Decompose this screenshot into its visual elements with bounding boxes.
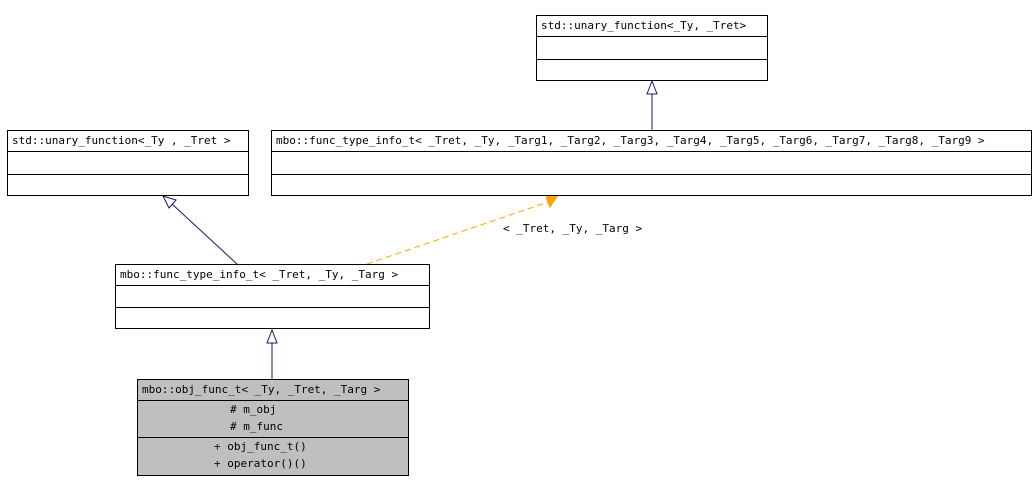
methods-section: [272, 175, 1031, 196]
attributes-section: # m_obj # m_func: [138, 401, 408, 438]
inheritance-arrowhead: [162, 195, 177, 209]
template-arrowhead: [545, 194, 560, 209]
inheritance-arrowhead: [646, 79, 658, 95]
class-box-obj-func[interactable]: mbo::obj_func_t< _Ty, _Tret, _Targ > # m…: [137, 379, 409, 476]
attribute-m-obj: # m_obj: [230, 403, 277, 416]
class-title: mbo::func_type_info_t< _Tret, _Ty, _Targ…: [272, 131, 1031, 152]
edge-functypeinfo-full-to-unary-top: [646, 79, 658, 131]
edge-functypeinfo-to-unary-left: [162, 195, 238, 265]
attributes-section: [537, 37, 767, 60]
edge-template-instantiation: [366, 194, 560, 265]
attribute-m-func: # m_func: [230, 420, 283, 433]
edge-objfunc-to-functypeinfo: [266, 328, 278, 379]
attributes-section: [272, 152, 1031, 175]
template-edge-label: < _Tret, _Ty, _Targ >: [503, 222, 643, 235]
class-box-func-type-info-full[interactable]: mbo::func_type_info_t< _Tret, _Ty, _Targ…: [271, 130, 1032, 196]
class-box-unary-function-top[interactable]: std::unary_function<_Ty, _Tret>: [536, 15, 768, 81]
method-operator-call: + operator()(): [214, 457, 307, 470]
methods-section: [8, 175, 248, 196]
class-title: mbo::obj_func_t< _Ty, _Tret, _Targ >: [138, 380, 408, 401]
class-title: mbo::func_type_info_t< _Tret, _Ty, _Targ…: [116, 265, 429, 286]
class-box-func-type-info-single[interactable]: mbo::func_type_info_t< _Tret, _Ty, _Targ…: [115, 264, 430, 329]
methods-section: + obj_func_t() + operator()(): [138, 438, 408, 475]
class-title: std::unary_function<_Ty, _Tret>: [537, 16, 767, 37]
class-box-unary-function-left[interactable]: std::unary_function<_Ty , _Tret >: [7, 130, 249, 196]
inheritance-arrowhead: [266, 328, 278, 344]
attributes-section: [116, 286, 429, 308]
class-title: std::unary_function<_Ty , _Tret >: [8, 131, 248, 152]
attributes-section: [8, 152, 248, 175]
methods-section: [537, 60, 767, 81]
method-obj-func-t: + obj_func_t(): [214, 440, 307, 453]
methods-section: [116, 308, 429, 329]
